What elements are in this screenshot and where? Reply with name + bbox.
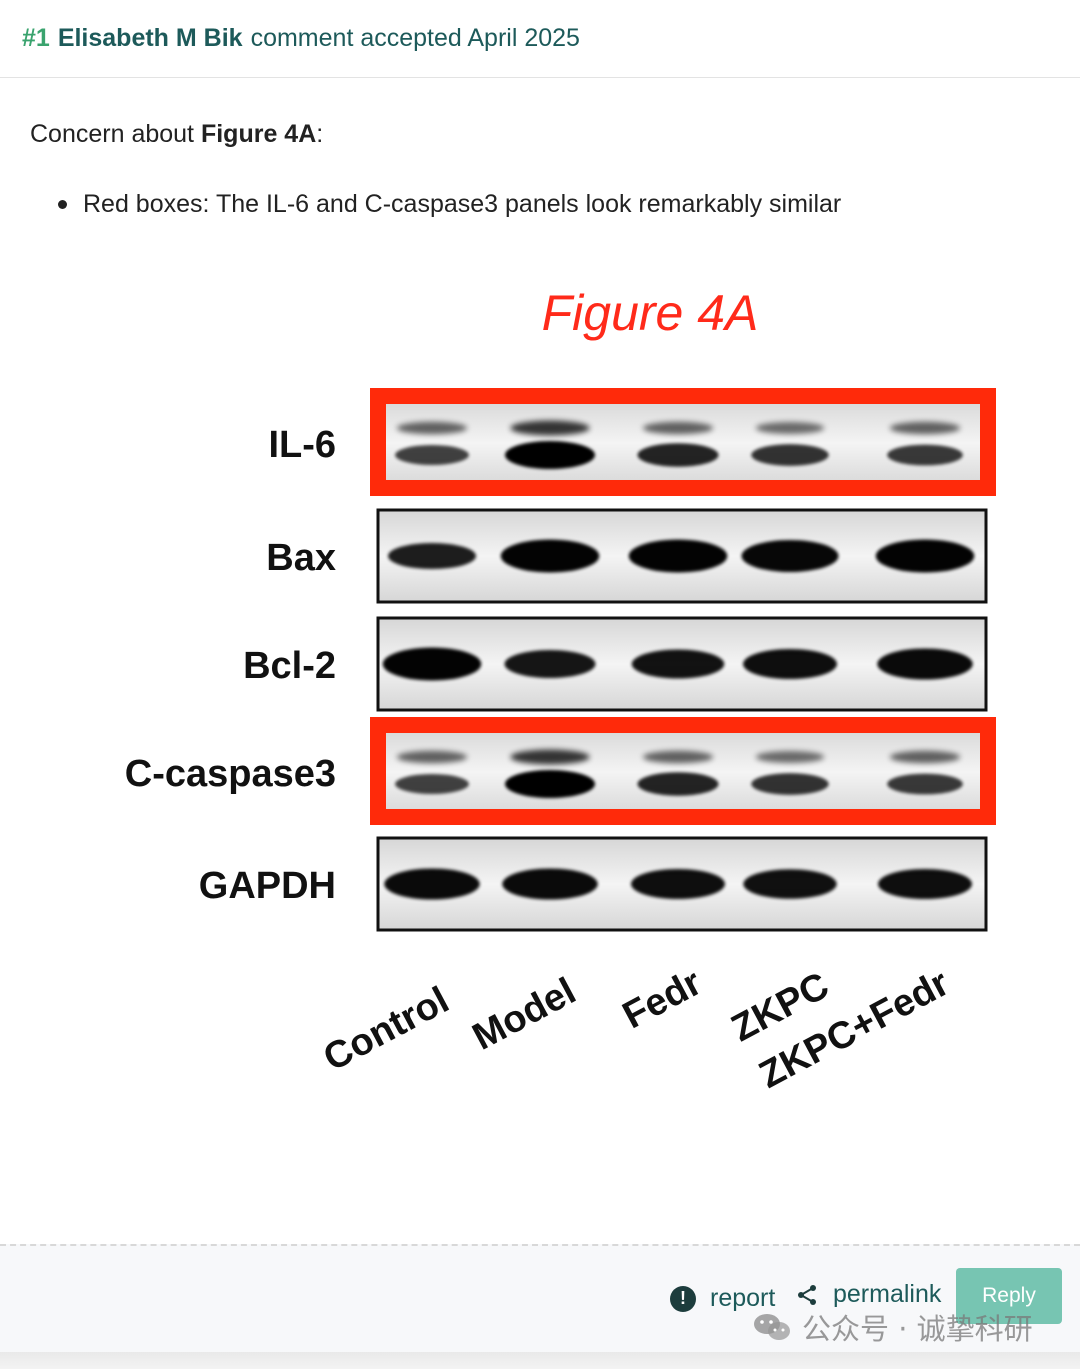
blot-band	[628, 539, 728, 573]
blot-band-upper	[510, 749, 590, 765]
blot-band-upper	[642, 750, 714, 764]
blot-band	[743, 869, 837, 899]
blot-band	[878, 869, 972, 899]
blot-band-lower	[637, 443, 719, 467]
blot-band	[382, 647, 482, 681]
blot-band	[388, 543, 476, 569]
watermark-text: 公众号 · 诚挚科研	[802, 1312, 1033, 1346]
concern-text: Concern about Figure 4A:	[30, 120, 323, 149]
blot-band	[631, 869, 725, 899]
blot-band-lower	[637, 772, 719, 796]
blot-row-bax: Bax	[266, 508, 988, 604]
share-icon	[798, 1284, 816, 1305]
blot-band	[500, 539, 600, 573]
row-label: GAPDH	[199, 865, 336, 907]
concern-bullets: Red boxes: The IL-6 and C-caspase3 panel…	[58, 190, 841, 219]
row-label: C-caspase3	[125, 753, 336, 795]
red-highlight-box	[370, 388, 996, 496]
comment-author[interactable]: Elisabeth M Bik	[57, 24, 243, 52]
blot-band	[741, 540, 839, 572]
footer-shadow	[0, 1352, 1080, 1369]
blot-band	[384, 868, 480, 900]
blot-band-upper	[642, 421, 714, 435]
blot-band	[875, 539, 975, 573]
watermark: 公众号 · 诚挚科研	[752, 1306, 1033, 1348]
red-highlight-box	[370, 717, 996, 825]
blot-panel	[376, 724, 988, 820]
row-label: IL-6	[268, 424, 336, 466]
concern-figure: Figure 4A	[200, 120, 317, 148]
blot-band-lower	[887, 444, 963, 466]
exclamation-circle-icon: !	[670, 1285, 696, 1312]
blot-band	[743, 649, 837, 679]
permalink-link[interactable]: permalink	[795, 1280, 941, 1309]
blot-band-upper	[755, 751, 825, 763]
concern-suffix: :	[316, 120, 324, 148]
blot-panel	[376, 395, 988, 491]
lane-label: Fedr	[616, 961, 709, 1037]
blot-row-c-caspase3: C-caspase3	[125, 717, 996, 825]
blot-row-gapdh: GAPDH	[199, 836, 988, 932]
comment-status: comment accepted April 2025	[250, 24, 580, 52]
blot-band	[504, 650, 596, 678]
lane-label: Control	[317, 979, 456, 1079]
lane-label: Model	[466, 970, 583, 1059]
blot-band	[631, 649, 725, 679]
blot-band-upper	[396, 750, 468, 764]
blot-band-lower	[505, 770, 595, 798]
blot-band-lower	[751, 773, 829, 795]
blot-row-il-6: IL-6	[268, 388, 996, 496]
blot-band-upper	[510, 420, 590, 436]
blot-band-lower	[887, 773, 963, 795]
report-label: report	[710, 1284, 776, 1312]
blot-band	[502, 868, 598, 900]
figure-title: Figure 4A	[542, 285, 759, 341]
blot-band-lower	[395, 445, 469, 465]
comment-footer	[0, 1244, 1080, 1354]
blot-band-lower	[751, 444, 829, 466]
blot-band-upper	[889, 421, 961, 435]
blot-band-upper	[396, 421, 468, 435]
blot-band-lower	[505, 441, 595, 469]
reply-button[interactable]: Reply	[956, 1268, 1062, 1324]
blot-band	[877, 648, 973, 680]
comment-number: #1	[22, 24, 50, 52]
blot-band-upper	[889, 750, 961, 764]
bullet-text: Red boxes: The IL-6 and C-caspase3 panel…	[83, 190, 842, 218]
comment-header: #1 Elisabeth M Bik comment accepted Apri…	[0, 0, 1080, 78]
bullet-dot	[58, 200, 67, 209]
concern-prefix: Concern about	[30, 120, 201, 148]
permalink-label: permalink	[833, 1280, 942, 1308]
row-label: Bcl-2	[243, 645, 336, 687]
blot-row-bcl-2: Bcl-2	[243, 616, 988, 712]
report-link[interactable]: ! report	[670, 1284, 775, 1313]
row-label: Bax	[266, 537, 336, 579]
blot-band-lower	[395, 774, 469, 794]
wechat-icon	[754, 1314, 790, 1340]
bullet-item: Red boxes: The IL-6 and C-caspase3 panel…	[58, 190, 841, 219]
blot-band-upper	[755, 422, 825, 434]
